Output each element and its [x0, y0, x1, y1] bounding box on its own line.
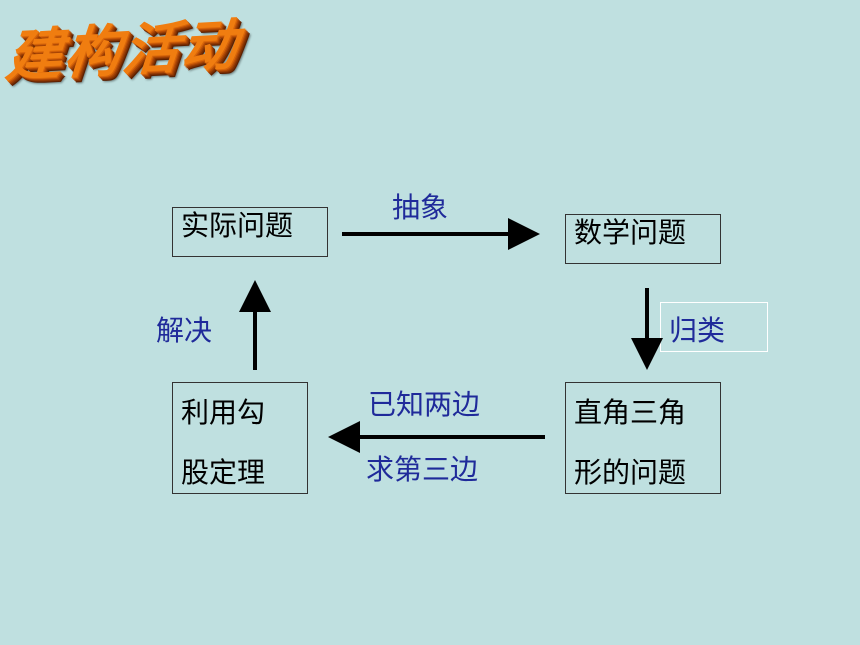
edge-label-solve: 解决 — [156, 314, 213, 347]
node-practical-problem: 实际问题 — [172, 207, 328, 257]
edge-label-classify: 归类 — [660, 302, 768, 352]
edge-label-abstract: 抽象 — [392, 191, 449, 224]
edge-label-known-two-sides: 已知两边 — [368, 388, 481, 421]
node-practical-problem-label: 实际问题 — [181, 209, 294, 242]
node-pythagorean-line2: 股定理 — [181, 456, 266, 489]
edge-label-find-third-side: 求第三边 — [366, 453, 479, 486]
node-right-triangle-line1: 直角三角 — [574, 396, 687, 429]
node-right-triangle-line2: 形的问题 — [574, 456, 687, 489]
node-pythagorean: 利用勾 股定理 — [172, 382, 308, 494]
node-right-triangle: 直角三角 形的问题 — [565, 382, 721, 494]
node-math-problem: 数学问题 — [565, 214, 721, 264]
node-math-problem-label: 数学问题 — [574, 216, 687, 249]
node-pythagorean-line1: 利用勾 — [181, 396, 266, 429]
